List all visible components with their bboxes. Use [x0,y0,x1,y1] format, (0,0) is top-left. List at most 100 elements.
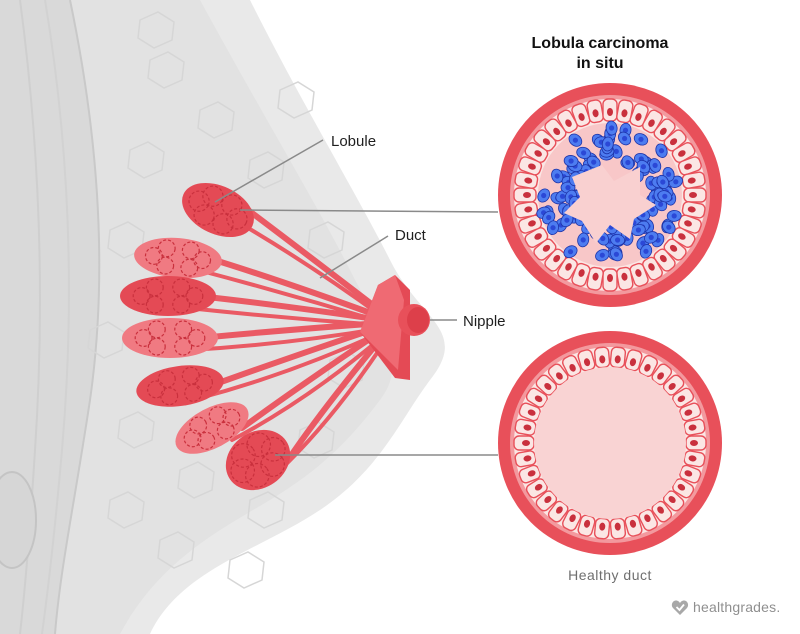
acinus [194,373,213,392]
cell-nucleus [569,363,576,372]
cell-nucleus [644,514,651,523]
cancer-nucleus [640,164,646,170]
acinus [260,452,285,477]
cell-nucleus [592,272,599,281]
epithelial-cell [602,268,618,292]
acinus [208,406,227,425]
acinus [132,287,151,305]
acinus [185,287,204,305]
acinus [197,431,216,450]
lobule-body [175,402,249,454]
acinus [193,251,212,270]
cancer-nucleus [622,127,629,133]
cell-nucleus [524,177,533,184]
nipple-tip [407,307,429,333]
cell-nucleus [688,424,697,431]
epithelial-cell [629,103,649,128]
cell-nucleus [688,455,697,462]
cell-nucleus [684,220,692,227]
rib-structure [0,471,37,569]
epithelial-cell [593,517,611,540]
epithelial-cell [679,464,702,484]
epithelial-cell [518,402,541,422]
epithelial-cell [525,387,548,408]
epithelial-cell [514,171,539,189]
epithelial-cell [535,374,558,396]
epithelial-cell [662,374,685,396]
cell-nucleus [534,395,543,403]
epithelial-cell [638,508,659,532]
fat-cell-outline [107,491,145,529]
cancer-nucleus [568,158,574,164]
epithelial-cell [629,262,649,287]
cell-nucleus [542,244,551,252]
epithelial-cell [683,187,707,203]
cancer-nucleus [581,150,587,156]
cell-nucleus [621,109,628,118]
acinus [174,320,193,339]
acinus [202,185,224,207]
acinus [181,241,200,260]
cell-nucleus [534,150,542,157]
cell-nucleus [607,274,613,282]
cell-nucleus [659,127,667,136]
epithelial-cell [616,99,634,124]
fat-cell-outline [137,11,175,49]
cell-nucleus [553,127,561,136]
epithelial-cell [561,508,582,532]
cancer-nucleus [648,234,654,240]
nipple-areola [360,275,430,380]
acinus [231,443,256,468]
cell-nucleus [668,382,676,390]
epithelial-cell [609,517,627,540]
epithelial-cell [681,201,706,219]
cell-nucleus [621,272,628,281]
cell-nucleus [556,506,563,514]
epithelial-cell [557,109,578,134]
lobule-body [136,365,224,407]
cancer-nucleus [666,224,672,230]
cell-nucleus [668,496,676,504]
cell-nucleus [657,372,664,380]
cell-nucleus [684,470,693,477]
epithelial-cell [518,156,543,176]
cancer-nucleus [580,237,586,243]
cancer-nucleus [671,213,677,219]
acinus [174,337,193,356]
cell-nucleus [607,108,613,116]
cell-nucleus [599,522,606,531]
epithelial-cell [663,129,687,152]
cell-nucleus [523,192,531,198]
healthy-lumen [534,367,686,519]
cancer-nucleus [658,148,665,154]
lobule-cluster [134,237,222,279]
epithelial-cell [653,118,676,142]
epithelial-cell [642,256,663,281]
epithelial-cell [571,103,591,128]
acinus [216,421,235,440]
epithelial-cell [557,256,578,281]
cancer-nucleus [554,173,560,179]
healthy-duct-cross-section [498,331,722,555]
epithelial-cell [524,227,549,248]
cancer-nucleus [613,251,619,257]
cell-nucleus [648,263,655,271]
acinus [147,337,166,356]
cell-nucleus [527,409,536,416]
lobule-cluster [225,429,291,491]
epithelial-cell [586,99,604,124]
cell-nucleus [614,522,621,531]
cell-nucleus [669,244,678,252]
acinus [187,329,206,347]
epithelial-cell [642,109,663,134]
acinus [181,366,200,385]
cell-nucleus [583,358,591,367]
cancer-nucleus [666,171,672,177]
cell-nucleus [578,269,585,277]
cancer-nucleus [613,148,619,154]
title-line-1: Lobula carcinoma [531,35,669,52]
fat-cell-outline [177,461,215,499]
cell-membrane [679,402,702,422]
